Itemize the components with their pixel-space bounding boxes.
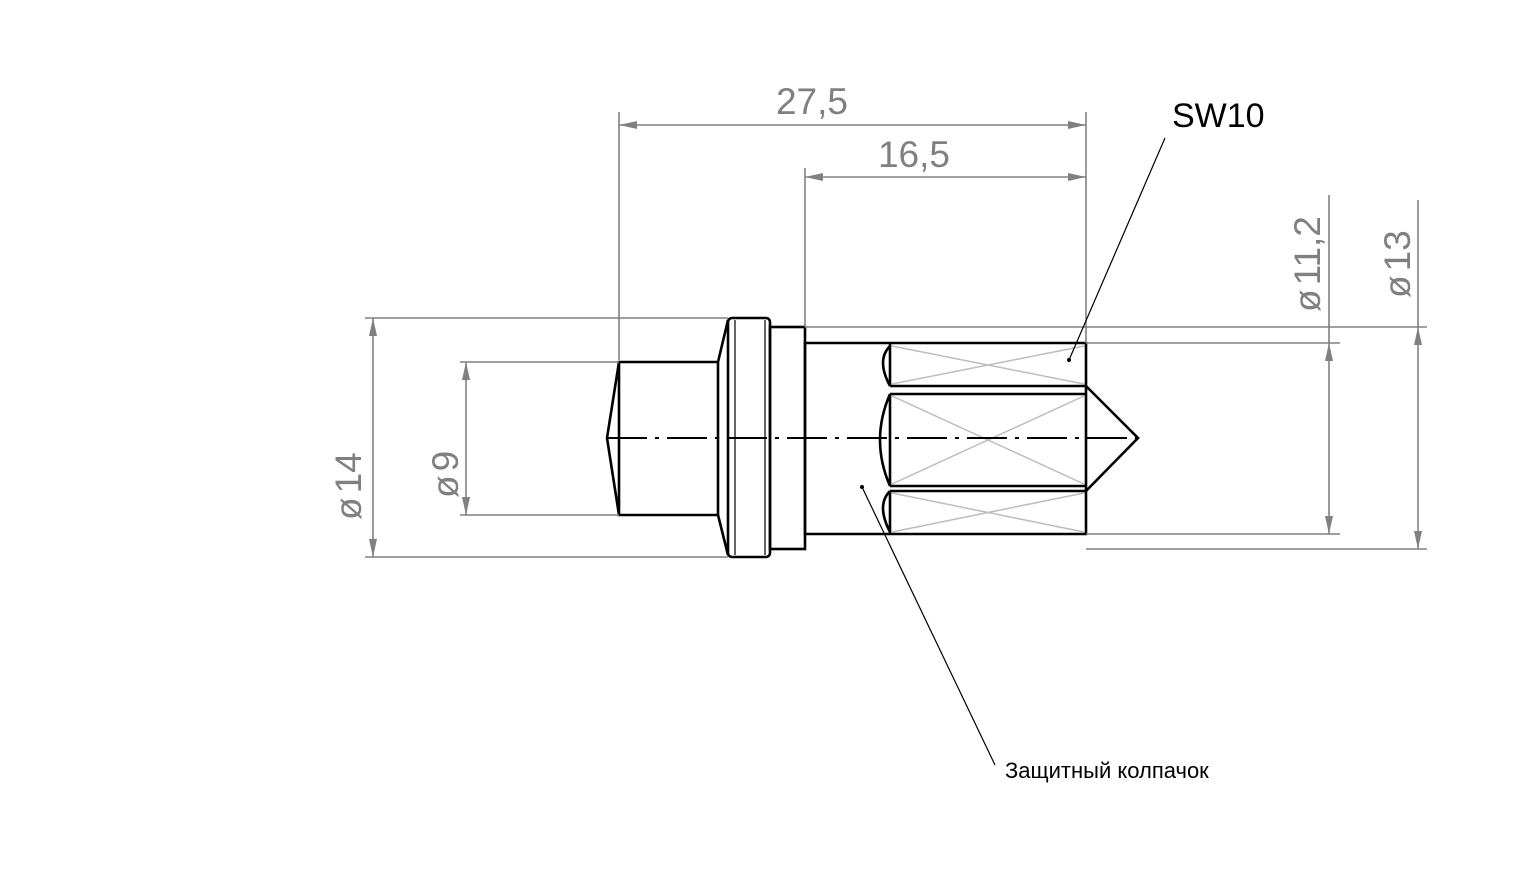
dim-hex-length: 16,5	[804, 134, 1086, 327]
dim-overall-length: 27,5	[618, 81, 1087, 360]
dim-label-dia-11-2: ø11,2	[1287, 216, 1328, 312]
dim-dia-9: ø9	[425, 361, 619, 516]
flange-chamfer	[716, 319, 730, 556]
part-outline	[605, 316, 1140, 559]
dim-dia-13: ø13	[805, 200, 1427, 550]
label-protective-cap: Защитный колпачок	[1005, 758, 1209, 783]
dim-label-27-5: 27,5	[776, 81, 848, 122]
dim-dia-14: ø14	[328, 317, 728, 558]
leader-sw10: SW10	[1067, 97, 1265, 362]
dim-label-dia-9: ø9	[425, 451, 466, 498]
dim-label-16-5: 16,5	[878, 134, 950, 175]
hex-flats	[878, 343, 1086, 534]
dim-dia-11-2: ø11,2	[1086, 195, 1340, 535]
dim-label-dia-14: ø14	[328, 452, 369, 520]
dim-label-dia-13: ø13	[1377, 230, 1418, 298]
flat-cross-hatch	[891, 345, 1085, 533]
label-sw10: SW10	[1172, 97, 1265, 135]
leader-protective-cap: Защитный колпачок	[860, 485, 1209, 783]
